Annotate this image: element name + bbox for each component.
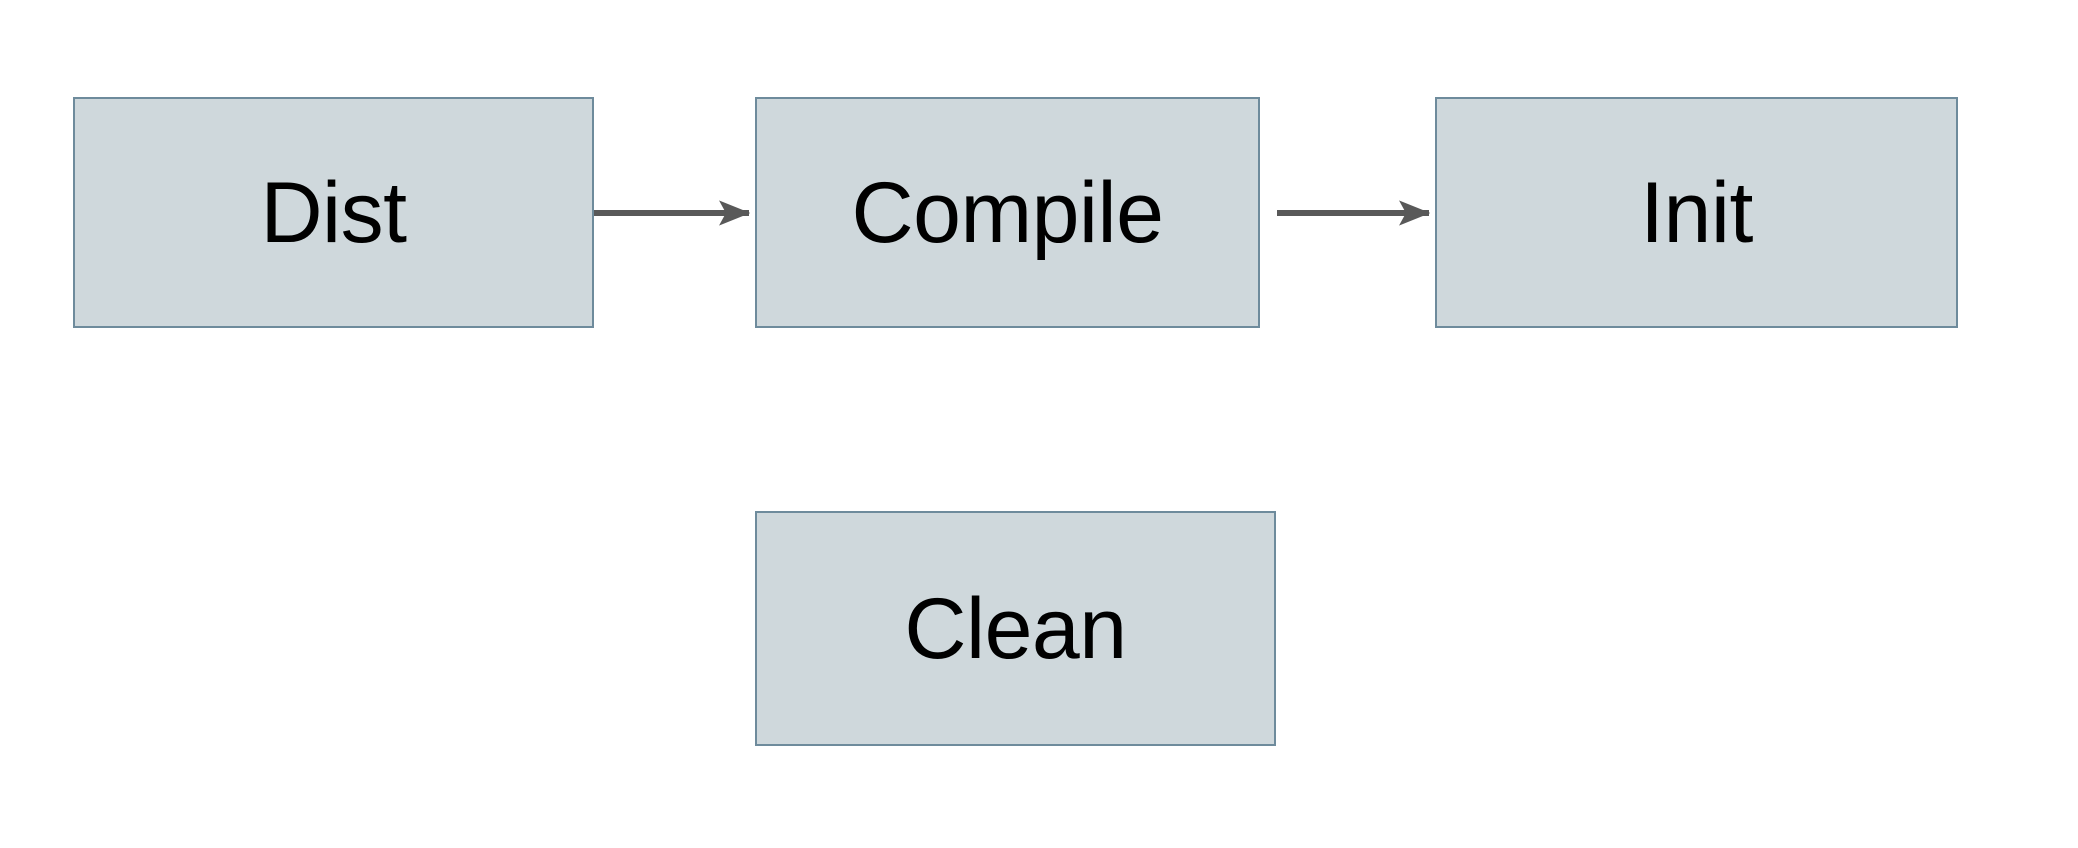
node-init[interactable]: Init (1435, 97, 1958, 328)
node-compile[interactable]: Compile (755, 97, 1260, 328)
node-label-clean: Clean (904, 580, 1127, 677)
node-clean[interactable]: Clean (755, 511, 1276, 746)
node-label-init: Init (1640, 164, 1753, 261)
node-label-compile: Compile (851, 164, 1164, 261)
node-dist[interactable]: Dist (73, 97, 594, 328)
node-label-dist: Dist (260, 164, 407, 261)
